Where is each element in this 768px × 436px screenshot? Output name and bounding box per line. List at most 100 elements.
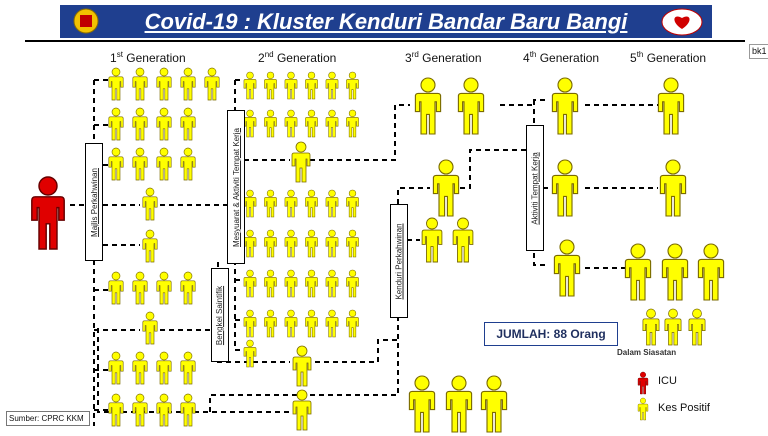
total-cases-box: JUMLAH: 88 Orang <box>484 322 618 346</box>
positive-case-icon <box>642 308 660 346</box>
positive-case-icon <box>108 67 124 101</box>
positive-case-icon <box>142 229 158 263</box>
positive-case-icon <box>284 309 298 338</box>
legend-icu-label: ICU <box>658 375 677 387</box>
positive-case-icon <box>421 217 443 263</box>
positive-case-icon <box>305 309 318 338</box>
positive-case-icon <box>284 109 298 138</box>
connector-line <box>217 262 290 363</box>
positive-case-icon <box>180 67 196 101</box>
event-aktiviti-tempat-kerja: Aktiviti Tempat Kerja <box>526 125 544 251</box>
positive-case-icon <box>305 71 318 100</box>
generation-3-label: 3rd Generation <box>405 50 482 65</box>
positive-case-icon <box>243 189 257 218</box>
connector-line <box>97 328 290 413</box>
event-mesyuarat-tempat-kerja: Mesyuarat & Aktiviti Tempat Kerja <box>227 110 245 264</box>
positive-case-icon <box>180 107 196 141</box>
positive-case-icon <box>688 308 706 346</box>
positive-case-icon <box>264 269 277 298</box>
positive-case-icon <box>132 147 148 181</box>
positive-case-icon <box>132 107 148 141</box>
positive-case-icon <box>408 375 436 433</box>
positive-case-icon <box>204 67 220 101</box>
positive-case-icon <box>156 351 172 385</box>
positive-case-icon <box>156 393 172 427</box>
positive-case-icon <box>180 271 196 305</box>
positive-case-icon <box>346 269 359 298</box>
event-majlis-perkahwinan: Majlis Perkahwinan <box>85 143 103 261</box>
positive-case-icon <box>480 375 508 433</box>
positive-case-icon <box>243 71 257 100</box>
positive-case-icon <box>305 189 318 218</box>
positive-case-icon <box>264 71 277 100</box>
positive-case-icon <box>180 393 196 427</box>
positive-case-icon <box>284 189 298 218</box>
positive-case-icon <box>284 229 298 258</box>
positive-case-icon <box>697 243 725 301</box>
positive-case-icon <box>264 109 277 138</box>
positive-case-icon <box>142 187 158 221</box>
connector-line <box>310 104 410 161</box>
positive-case-icon <box>305 109 318 138</box>
connector-line <box>500 99 548 106</box>
positive-case-icon <box>325 269 339 298</box>
event-bengkel-saintifik: Bengkel Saintifik <box>211 268 229 362</box>
generation-1-label: 1st Generation <box>110 50 186 65</box>
positive-case-icon <box>284 269 298 298</box>
positive-case-icon <box>243 109 257 138</box>
positive-case-icon <box>414 77 442 135</box>
positive-case-icon <box>243 309 257 338</box>
positive-case-icon <box>305 229 318 258</box>
connector-line <box>315 339 398 363</box>
positive-case-icon <box>156 147 172 181</box>
legend-icu-icon <box>637 371 649 395</box>
positive-case-icon <box>664 308 682 346</box>
positive-case-icon <box>108 271 124 305</box>
icu-case-icon <box>31 176 65 250</box>
positive-case-icon <box>132 393 148 427</box>
source-note: Sumber: CPRC KKM <box>6 411 90 426</box>
positive-case-icon <box>346 229 359 258</box>
header-rule <box>25 40 745 42</box>
positive-case-icon <box>108 393 124 427</box>
positive-case-icon <box>305 269 318 298</box>
title-banner: Covid-19 : Kluster Kenduri Bandar Baru B… <box>60 5 712 38</box>
positive-case-icon <box>243 339 257 368</box>
positive-case-icon <box>346 109 359 138</box>
positive-case-icon <box>661 243 689 301</box>
positive-case-icon <box>346 71 359 100</box>
positive-case-icon <box>156 107 172 141</box>
generation-5-label: 5th Generation <box>630 50 707 65</box>
connector-line <box>397 187 430 204</box>
positive-case-icon <box>132 271 148 305</box>
positive-case-icon <box>264 229 277 258</box>
positive-case-icon <box>108 351 124 385</box>
malaysia-crest-icon <box>73 8 99 34</box>
positive-case-icon <box>264 189 277 218</box>
positive-case-icon <box>243 269 257 298</box>
event-kenduri-perkahwinan: Kenduri Perkahwinan <box>390 204 408 318</box>
positive-case-icon <box>132 67 148 101</box>
positive-case-icon <box>325 189 339 218</box>
positive-case-icon <box>108 107 124 141</box>
positive-case-icon <box>624 243 652 301</box>
positive-case-icon <box>132 351 148 385</box>
corner-tag: bk1 <box>749 44 768 59</box>
kkm-heart-logo-icon <box>661 8 703 36</box>
positive-case-icon <box>291 141 311 183</box>
page-title: Covid-19 : Kluster Kenduri Bandar Baru B… <box>144 9 628 34</box>
positive-case-icon <box>156 271 172 305</box>
under-investigation-label: Dalam Siasatan <box>617 348 677 357</box>
generation-4-label: 4th Generation <box>523 50 600 65</box>
positive-case-icon <box>180 147 196 181</box>
positive-case-icon <box>284 71 298 100</box>
connector-line <box>460 149 534 189</box>
positive-case-icon <box>142 311 158 345</box>
positive-case-icon <box>180 351 196 385</box>
positive-case-icon <box>432 159 460 217</box>
positive-case-icon <box>292 345 312 387</box>
positive-case-icon <box>264 309 277 338</box>
positive-case-icon <box>551 159 579 217</box>
